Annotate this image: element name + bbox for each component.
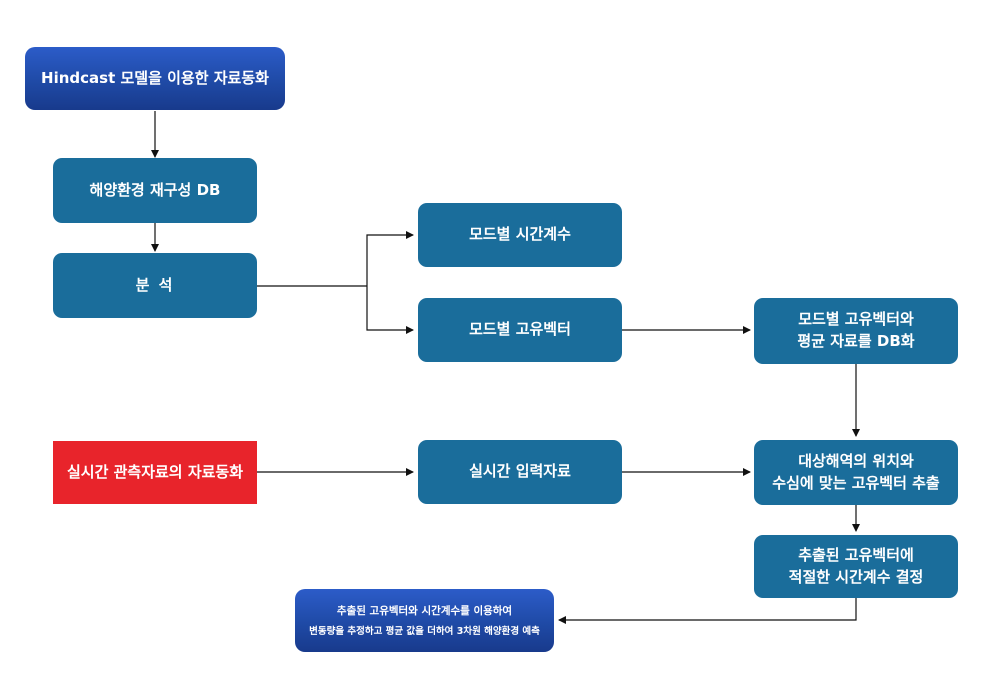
- realtime-assimilation-box: 실시간 관측자료의 자료동화: [53, 441, 257, 504]
- db-store-box: 모드별 고유벡터와 평균 자료를 DB화: [754, 298, 958, 364]
- extract-eigenvector-box: 대상해역의 위치와 수심에 맞는 고유벡터 추출: [754, 440, 958, 505]
- extract-line-1: 대상해역의 위치와: [798, 451, 914, 470]
- fit-line-2: 적절한 시간계수 결정: [788, 567, 924, 586]
- db-store-line-2: 평균 자료를 DB화: [797, 332, 915, 350]
- realtime-assimilation-label: 실시간 관측자료의 자료동화: [66, 462, 244, 481]
- arrow-analysis-to-eigenvector: [366, 286, 414, 334]
- hindcast-assimilation-box: Hindcast 모델을 이용한 자료동화: [25, 47, 285, 110]
- extract-line-2: 수심에 맞는 고유벡터 추출: [772, 473, 940, 492]
- db-store-line-1: 모드별 고유벡터와: [798, 310, 914, 329]
- analysis-box: 분 석: [53, 253, 257, 318]
- mode-eigenvector-label: 모드별 고유벡터: [469, 320, 571, 339]
- mode-timeseries-box: 모드별 시간계수: [418, 203, 622, 267]
- analysis-label: 분 석: [135, 275, 175, 294]
- reanalysis-db-box: 해양환경 재구성 DB: [53, 158, 257, 223]
- reanalysis-db-label: 해양환경 재구성 DB: [89, 180, 221, 199]
- predict-line-1: 추출된 고유벡터와 시간계수를 이용하여: [336, 604, 513, 617]
- mode-eigenvector-box: 모드별 고유벡터: [418, 298, 622, 362]
- arrow-fit-to-predict: [558, 598, 857, 624]
- fit-coefficient-box: 추출된 고유벡터에 적절한 시간계수 결정: [754, 535, 958, 598]
- fit-line-1: 추출된 고유벡터에: [798, 545, 914, 564]
- arrow-analysis-to-timeseries: [366, 231, 414, 286]
- realtime-input-label: 실시간 입력자료: [469, 462, 571, 481]
- mode-timeseries-label: 모드별 시간계수: [469, 225, 571, 244]
- prediction-box: 추출된 고유벡터와 시간계수를 이용하여 변동량을 추정하고 평균 값을 더하여…: [295, 589, 554, 652]
- predict-line-2: 변동량을 추정하고 평균 값을 더하여 3차원 해양환경 예측: [309, 625, 540, 637]
- hindcast-label: Hindcast 모델을 이용한 자료동화: [41, 68, 269, 87]
- realtime-input-box: 실시간 입력자료: [418, 440, 622, 504]
